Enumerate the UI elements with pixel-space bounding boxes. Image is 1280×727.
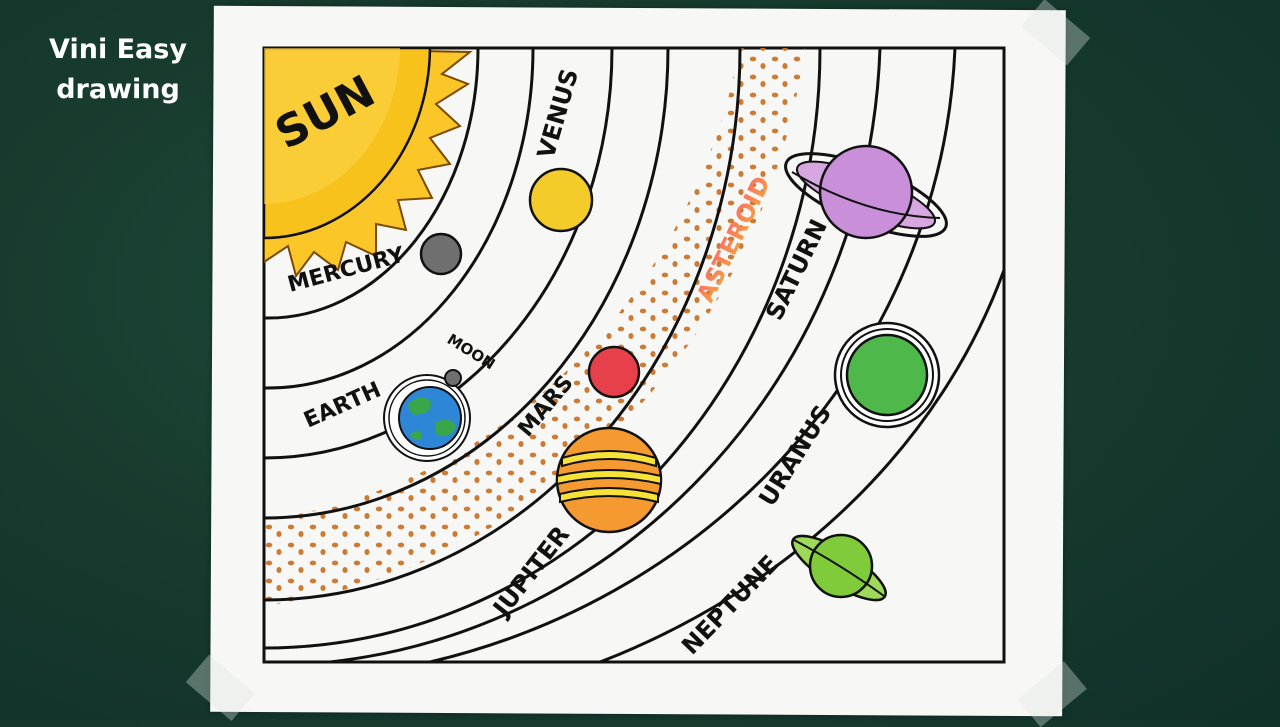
channel-watermark: Vini Easy drawing (28, 30, 208, 110)
orbit-venus (264, 48, 535, 390)
moon (444, 369, 462, 387)
drawing-frame (262, 46, 1006, 664)
sun (264, 48, 473, 279)
jupiter-planet (555, 426, 663, 534)
orbit-mercury (264, 48, 480, 320)
mercury-planet (419, 232, 463, 276)
saturn-planet (784, 144, 948, 240)
neptune-planet (791, 533, 887, 602)
jupiter-label: JUPITER (486, 521, 575, 623)
saturn-label: SATURN (760, 215, 833, 325)
asteroid-belt (264, 48, 805, 606)
moon-label: MOON (444, 330, 498, 373)
venus-label: VENUS (532, 66, 584, 162)
orbit-neptune (599, 269, 1004, 662)
orbit-uranus (429, 48, 957, 662)
earth-planet (383, 374, 471, 462)
neptune-label: NEPTUNE (676, 550, 784, 660)
uranus-planet (833, 321, 941, 429)
earth-label: EARTH (300, 378, 385, 434)
watermark-line-2: drawing (56, 74, 180, 105)
mars-planet (587, 345, 641, 399)
venus-planet (528, 167, 594, 233)
uranus-label: URANUS (753, 400, 837, 511)
orbit-earth (264, 48, 614, 460)
watermark-line-1: Vini Easy (49, 34, 187, 65)
orbit-mars (264, 48, 670, 520)
